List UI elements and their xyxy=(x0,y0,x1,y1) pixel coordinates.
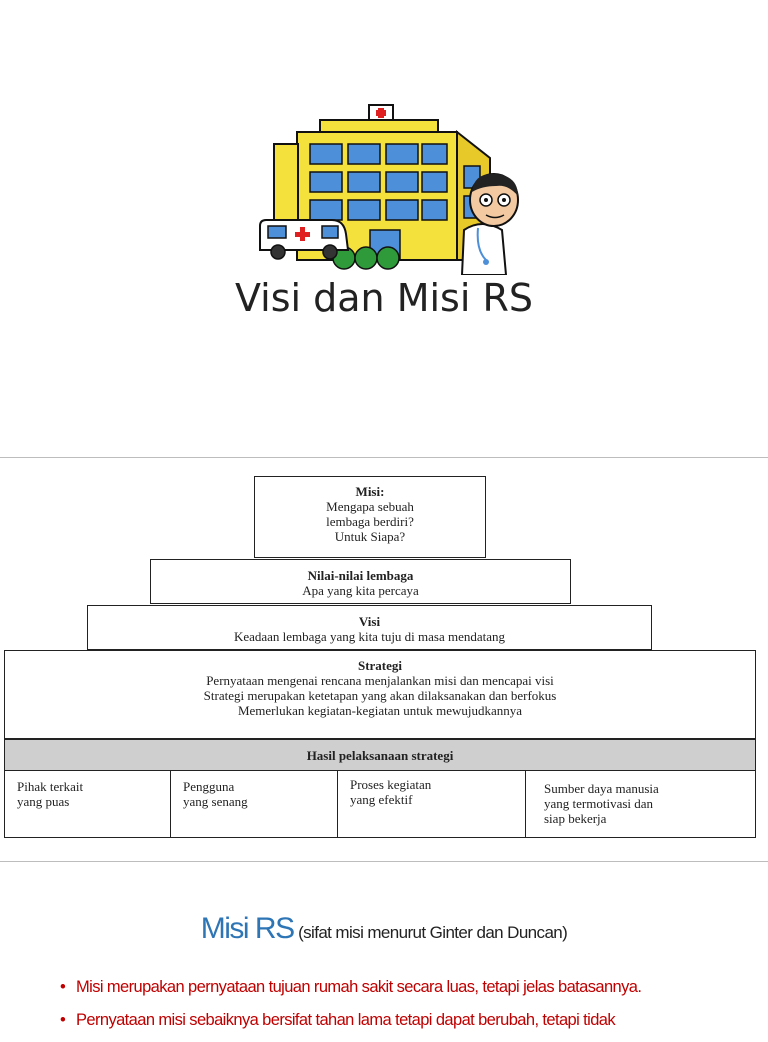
strategy-pyramid: Misi: Mengapa sebuah lembaga berdiri? Un… xyxy=(0,458,768,861)
red-cross-icon xyxy=(368,104,394,122)
list-item: • Misi merupakan pernyataan tujuan rumah… xyxy=(60,976,750,998)
outcome-line: Proses kegiatan xyxy=(350,777,432,792)
misi-slide: Misi RS (sifat misi menurut Ginter dan D… xyxy=(0,862,768,1029)
bullet-text: Pernyataan misi sebaiknya bersifat tahan… xyxy=(76,1011,616,1029)
slide-title: Visi dan Misi RS xyxy=(234,276,534,320)
hasil-label: Hasil pelaksanaan strategi xyxy=(306,748,454,763)
strategi-line: Strategi merupakan ketetapan yang akan d… xyxy=(203,688,557,703)
misi-line: Untuk Siapa? xyxy=(334,529,406,544)
outcome-line: yang efektif xyxy=(350,792,413,807)
strategi-line: Memerlukan kegiatan-kegiatan untuk mewuj… xyxy=(237,703,523,718)
misi-bullet-list: • Misi merupakan pernyataan tujuan rumah… xyxy=(60,976,750,1042)
misi-heading: Misi: xyxy=(355,484,385,499)
misi-line: Mengapa sebuah xyxy=(326,499,414,514)
misi-title-main: Misi RS xyxy=(200,912,295,945)
strategi-line: Pernyataan mengenai rencana menjalankan … xyxy=(206,673,554,688)
nilai-box: Nilai-nilai lembaga Apa yang kita percay… xyxy=(150,559,571,604)
strategi-box: Strategi Pernyataan mengenai rencana men… xyxy=(4,650,756,739)
outcome-line: Pengguna xyxy=(183,779,235,794)
visi-box: Visi Keadaan lembaga yang kita tuju di m… xyxy=(87,605,652,650)
bushes-icon xyxy=(332,246,400,270)
outcome-line: yang senang xyxy=(183,794,248,809)
slide-divider xyxy=(0,861,768,862)
outcome-cell: Pengguna yang senang xyxy=(170,770,338,838)
hospital-illustration xyxy=(259,104,519,275)
misi-title-sub: (sifat misi menurut Ginter dan Duncan) xyxy=(298,923,568,942)
nilai-heading: Nilai-nilai lembaga xyxy=(307,568,414,583)
bullet-text: Misi merupakan pernyataan tujuan rumah s… xyxy=(76,978,642,996)
nilai-line: Apa yang kita percaya xyxy=(302,583,419,598)
visi-line: Keadaan lembaga yang kita tuju di masa m… xyxy=(233,629,506,644)
strategi-heading: Strategi xyxy=(357,658,403,673)
slide-divider xyxy=(0,457,768,458)
bullet-dot-icon: • xyxy=(60,1011,66,1029)
doctor-icon xyxy=(460,173,519,275)
outcome-cell: Proses kegiatan yang efektif xyxy=(337,770,526,838)
misi-line: lembaga berdiri? xyxy=(326,514,414,529)
ambulance-icon xyxy=(259,219,350,260)
title-slide: Visi dan Misi RS xyxy=(0,0,768,457)
visi-heading: Visi xyxy=(358,614,381,629)
misi-slide-title: Misi RS (sifat misi menurut Ginter dan D… xyxy=(0,912,768,946)
hospital-building-icon xyxy=(273,119,491,261)
outcome-line: Pihak terkait xyxy=(17,779,84,794)
outcome-line: yang puas xyxy=(17,794,70,809)
outcome-line: siap bekerja xyxy=(544,811,607,826)
outcome-cell: Pihak terkait yang puas xyxy=(4,770,171,838)
bullet-dot-icon: • xyxy=(60,978,66,996)
outcome-line: Sumber daya manusia xyxy=(544,781,659,796)
outcome-line: yang termotivasi dan xyxy=(544,796,654,811)
outcome-cell: Sumber daya manusia yang termotivasi dan… xyxy=(525,770,756,838)
misi-box: Misi: Mengapa sebuah lembaga berdiri? Un… xyxy=(254,476,486,558)
hasil-bar: Hasil pelaksanaan strategi xyxy=(4,739,756,771)
list-item: • Pernyataan misi sebaiknya bersifat tah… xyxy=(60,1009,750,1031)
